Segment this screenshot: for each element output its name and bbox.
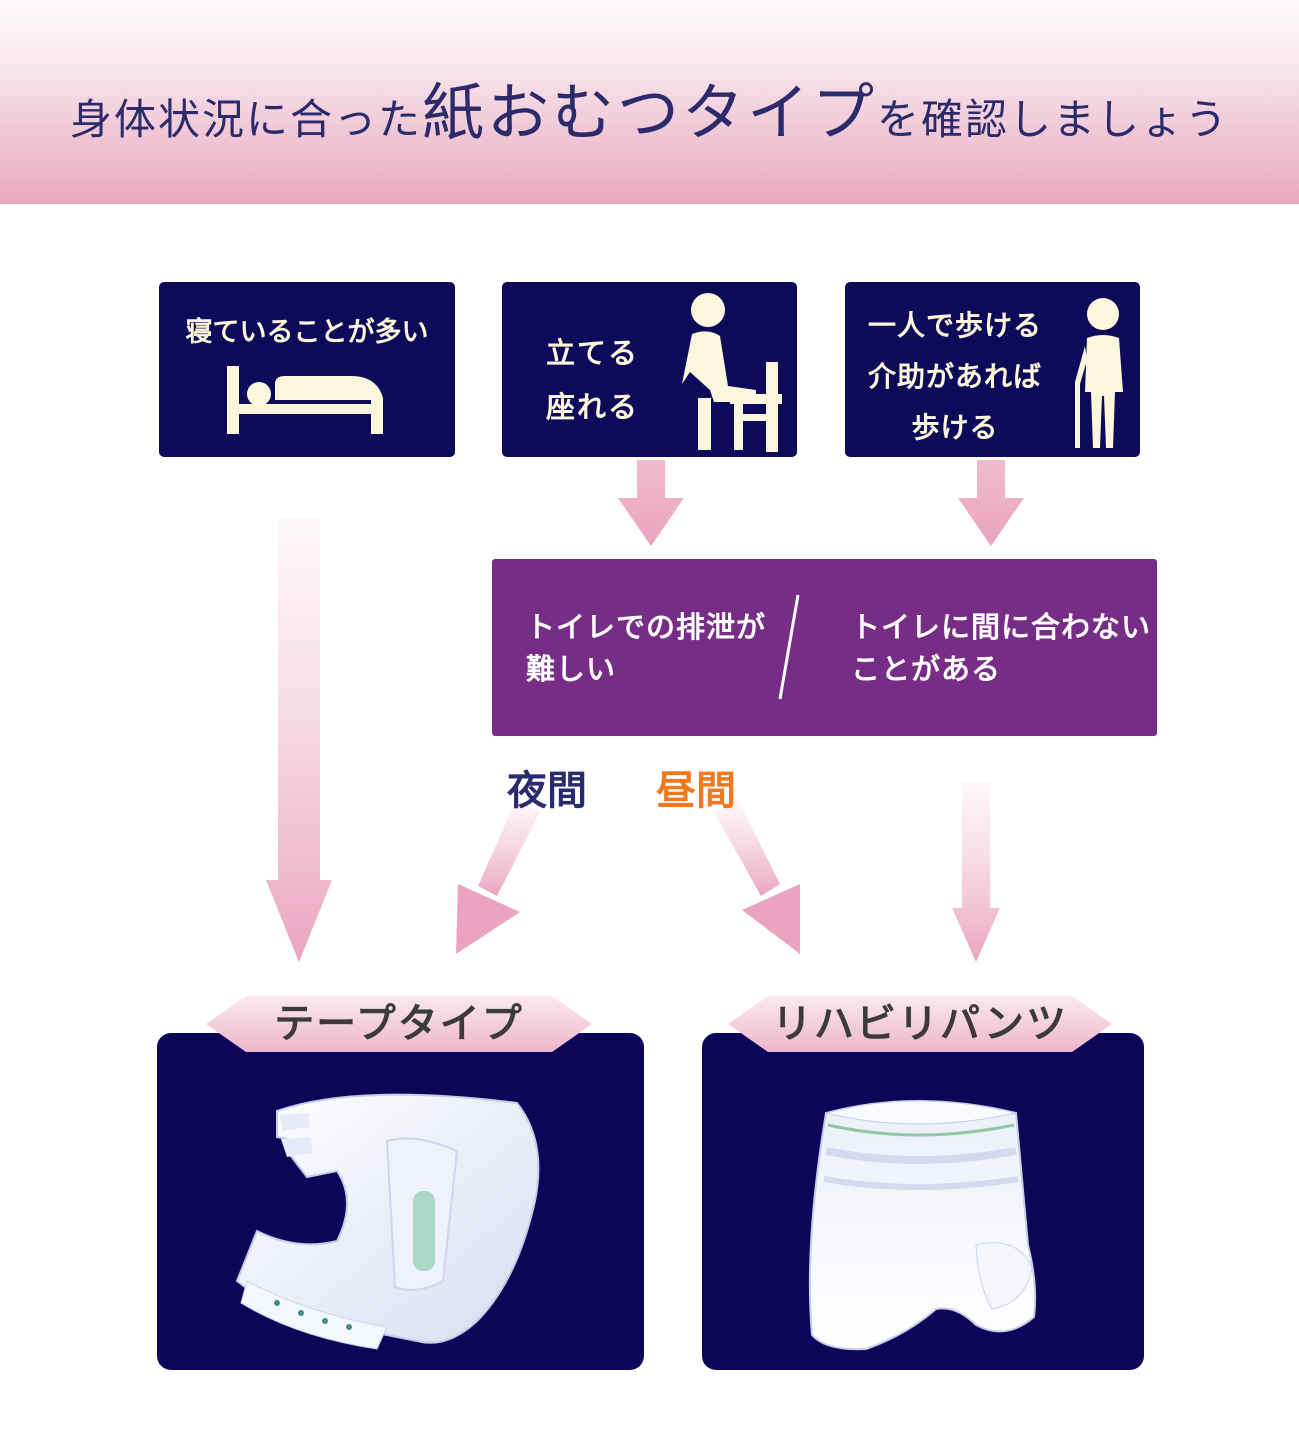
product-label-pants: リハビリパンツ — [772, 1001, 1068, 1047]
night-label: 夜間 — [507, 768, 587, 814]
title-main: 紙おむつタイプ — [421, 76, 877, 149]
toilet-right-text: トイレに間に合わない ことがある — [851, 610, 1152, 686]
day-label: 昼間 — [656, 768, 736, 814]
condition-box-bedridden: 寝ていることが多い — [159, 282, 455, 457]
title-post: を確認しましょう — [877, 95, 1230, 144]
condition-box-standing: 立てる 座れる — [502, 282, 797, 457]
toilet-condition-box: トイレでの排泄が 難しい トイレに間に合わない ことがある — [492, 559, 1157, 736]
condition-text: 立てる 座れる — [546, 336, 640, 424]
pants-diaper-icon — [808, 1100, 1037, 1351]
bed-icon — [227, 366, 383, 434]
title-pre: 身体状況に合った — [69, 95, 422, 144]
condition-text: 一人で歩ける 介助があれば 歩ける — [867, 309, 1042, 444]
arrow-toilet-to-pants — [952, 782, 1000, 962]
tab-bg-tape — [206, 996, 592, 1052]
arrow-bedridden-to-tape — [266, 518, 332, 962]
arrow-standing-to-toilet — [618, 460, 684, 546]
condition-box-walking: 一人で歩ける 介助があれば 歩ける — [845, 282, 1140, 457]
header-banner: 身体状況に合った紙おむつタイプを確認しましょう — [0, 0, 1299, 204]
arrow-day-to-pants — [714, 800, 800, 954]
toilet-left-text: トイレでの排泄が 難しい — [526, 610, 767, 686]
tab-bg-pants — [728, 996, 1112, 1052]
tape-diaper-icon — [235, 1093, 540, 1350]
page-title: 身体状況に合った紙おむつタイプを確認しましょう — [0, 62, 1299, 152]
arrow-night-to-tape — [456, 800, 540, 954]
person-cane-icon — [1075, 298, 1123, 448]
product-label-tape: テープタイプ — [274, 1001, 524, 1047]
arrow-walking-to-toilet — [958, 460, 1024, 546]
condition-text: 寝ていることが多い — [185, 317, 429, 348]
divider-slash — [778, 594, 800, 700]
product-panel-tape — [157, 1033, 644, 1370]
person-sitting-icon — [682, 293, 782, 452]
product-panel-pants — [702, 1033, 1144, 1370]
